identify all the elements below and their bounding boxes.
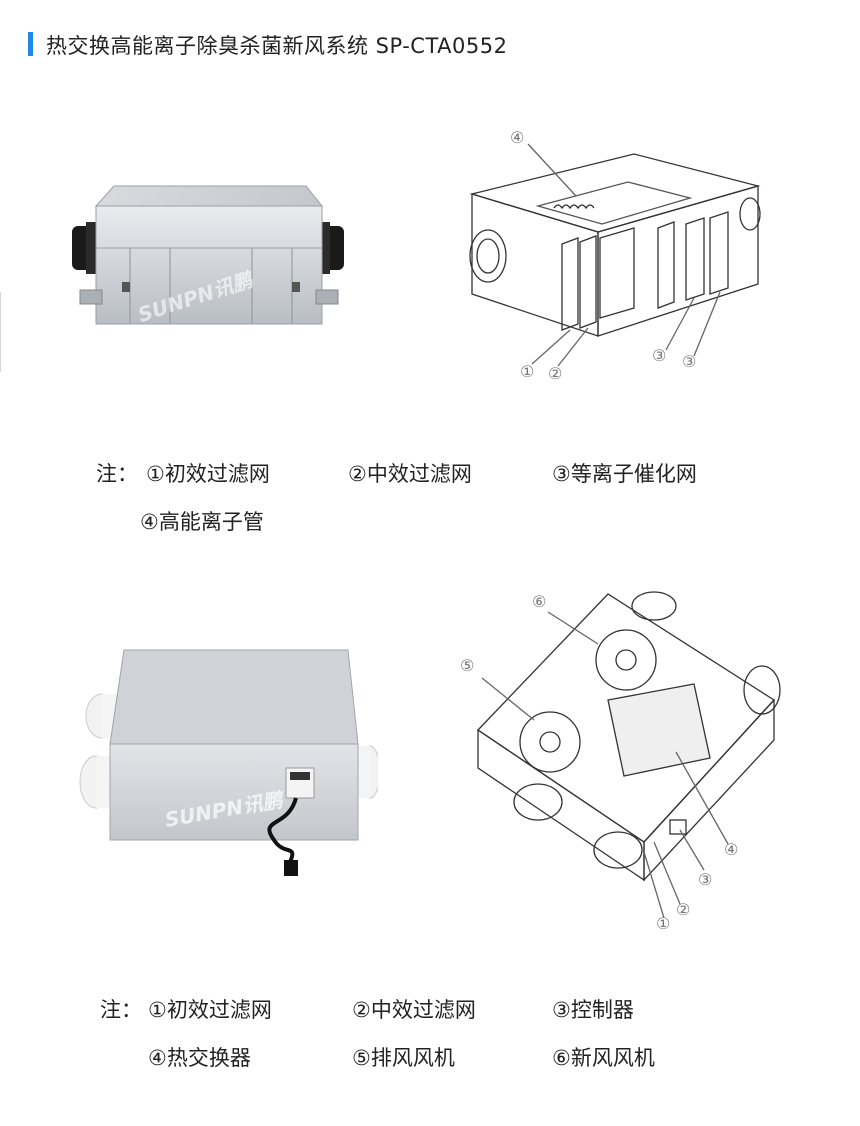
note-item-1-1: ①初效过滤网 bbox=[146, 462, 270, 486]
edge-divider bbox=[0, 292, 1, 372]
callout-4b: ④ bbox=[724, 840, 739, 859]
callout-1: ① bbox=[520, 362, 535, 381]
callout-3a: ③ bbox=[652, 346, 667, 365]
callout-5: ⑤ bbox=[460, 656, 475, 675]
product-photo-1: SUNPN讯鹏 bbox=[66, 178, 356, 328]
title-accent-bar bbox=[28, 32, 33, 56]
note-item-2-6: ⑥新风风机 bbox=[552, 1046, 655, 1070]
callout-2: ② bbox=[548, 364, 563, 383]
callout-1b: ① bbox=[656, 914, 671, 933]
note-item-1-2: ②中效过滤网 bbox=[348, 462, 472, 486]
note-prefix-2: 注： bbox=[100, 998, 142, 1022]
exploded-diagram-2-drawing bbox=[476, 591, 781, 919]
note-item-2-1: ①初效过滤网 bbox=[148, 998, 272, 1022]
callout-4: ④ bbox=[510, 128, 525, 147]
note-item-2-3: ③控制器 bbox=[552, 998, 634, 1022]
callout-3b: ③ bbox=[682, 352, 697, 371]
callout-2b: ② bbox=[676, 900, 691, 919]
page-title: 热交换高能离子除臭杀菌新风系统 SP-CTA0552 bbox=[46, 34, 508, 58]
note-item-1-4: ④高能离子管 bbox=[140, 510, 264, 534]
callout-3c: ③ bbox=[698, 870, 713, 889]
note-item-2-2: ②中效过滤网 bbox=[352, 998, 476, 1022]
exploded-diagram-1-drawing bbox=[469, 143, 761, 367]
exploded-diagram-1 bbox=[458, 124, 778, 394]
product-photo-1-drawing: SUNPN讯鹏 bbox=[72, 185, 344, 327]
note-item-1-3: ③等离子催化网 bbox=[552, 462, 697, 486]
product-photo-2-drawing: SUNPN讯鹏 bbox=[79, 649, 378, 876]
note-item-2-5: ⑤排风风机 bbox=[352, 1046, 455, 1070]
exploded-diagram-2 bbox=[458, 580, 798, 940]
note-item-2-4: ④热交换器 bbox=[148, 1046, 251, 1070]
product-photo-2: SUNPN讯鹏 bbox=[78, 648, 378, 888]
note-prefix-1: 注： bbox=[96, 462, 138, 486]
callout-6: ⑥ bbox=[532, 592, 547, 611]
